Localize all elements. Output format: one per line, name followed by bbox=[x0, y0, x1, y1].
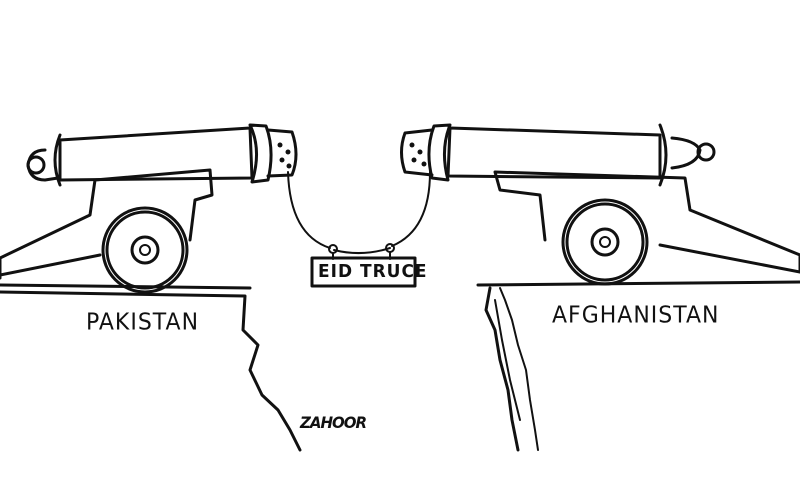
eid-truce-sign-text: EID TRUCE bbox=[318, 261, 428, 283]
rope bbox=[287, 171, 431, 260]
afghanistan-label: AFGHANISTAN bbox=[552, 302, 720, 329]
right-ground bbox=[476, 280, 800, 452]
pakistan-label: PAKISTAN bbox=[86, 309, 200, 336]
left-cannon bbox=[0, 123, 298, 294]
eid-truce-sign-board bbox=[310, 256, 417, 288]
artist-signature: ZAHOOR bbox=[300, 413, 367, 433]
right-cannon bbox=[400, 123, 800, 286]
